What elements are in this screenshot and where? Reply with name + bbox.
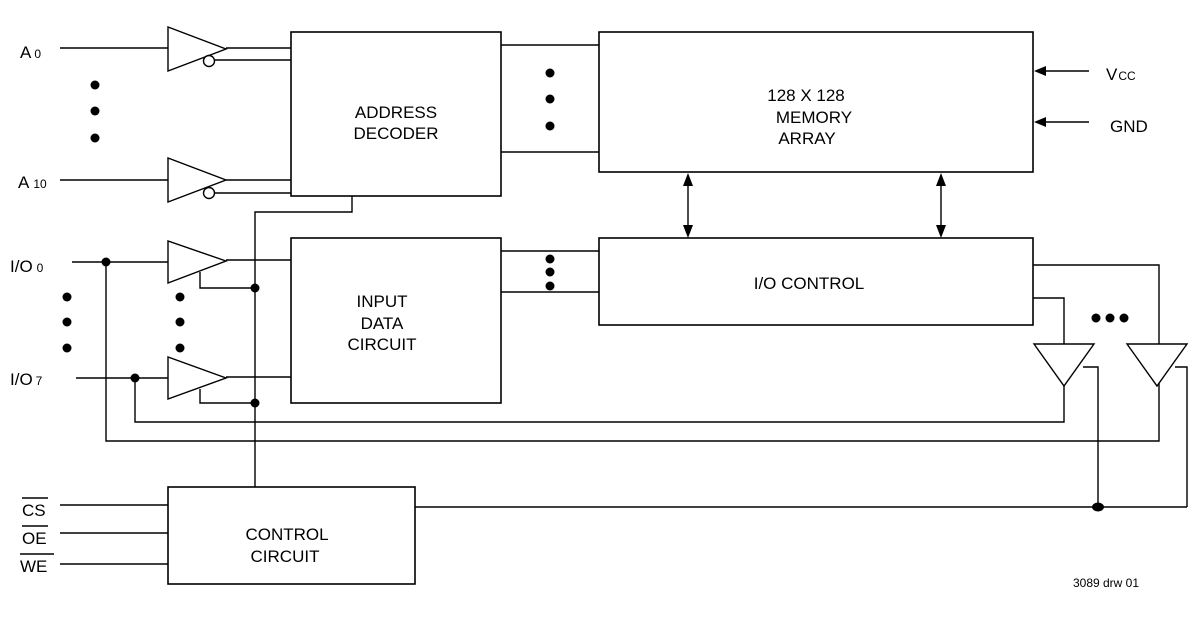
control-circuit-label-1: CONTROL: [245, 525, 328, 544]
pin-gnd-label: GND: [1110, 117, 1148, 136]
memory-array-label-3: ARRAY: [778, 129, 835, 148]
vcc-arrow-icon: [1034, 66, 1046, 76]
input-data-circuit-label-2: DATA: [361, 314, 404, 333]
ellipsis-dots: [62, 68, 1129, 353]
address-buffer-a10: [167, 156, 228, 204]
io-control-label: I/O CONTROL: [754, 274, 865, 293]
address-wiring: [60, 47, 291, 194]
output-buffer-left: [1032, 343, 1096, 388]
address-decoder-block: [290, 31, 502, 197]
control-circuit-label-2: CIRCUIT: [251, 547, 320, 566]
bidirectional-arrows: [683, 173, 946, 238]
output-buffer-right: [1125, 343, 1189, 388]
io-wiring: [60, 250, 1188, 565]
memory-array-label-2: MEMORY: [776, 108, 852, 127]
input-data-circuit-label-1: INPUT: [357, 292, 408, 311]
pin-vcc-label: VCC: [1106, 65, 1136, 84]
address-buffer-a0: [167, 25, 228, 73]
pin-we-label: WE: [20, 557, 47, 576]
pin-cs-label: CS: [22, 501, 46, 520]
pin-oe-label: OE: [22, 529, 47, 548]
io-buffer-io7: [167, 356, 229, 400]
figure-id-label: 3089 drw 01: [1073, 576, 1139, 590]
junction-dots: [101, 257, 1104, 512]
control-bus-line: [254, 196, 353, 487]
gnd-arrow-icon: [1034, 117, 1046, 127]
address-decoder-label-1: ADDRESS: [355, 103, 437, 122]
memory-array-block: [598, 31, 1034, 173]
io-control-block: [598, 237, 1034, 326]
input-data-circuit-label-3: CIRCUIT: [348, 335, 417, 354]
io-buffer-io0: [167, 240, 229, 285]
input-data-circuit-block: [290, 237, 502, 404]
control-circuit-block: [167, 486, 416, 585]
inverter-bubble-a10: [202, 186, 216, 200]
inverter-bubble-a0: [202, 54, 216, 68]
memory-array-label-1: 128 X 128: [767, 86, 845, 105]
address-decoder-label-2: DECODER: [353, 124, 438, 143]
